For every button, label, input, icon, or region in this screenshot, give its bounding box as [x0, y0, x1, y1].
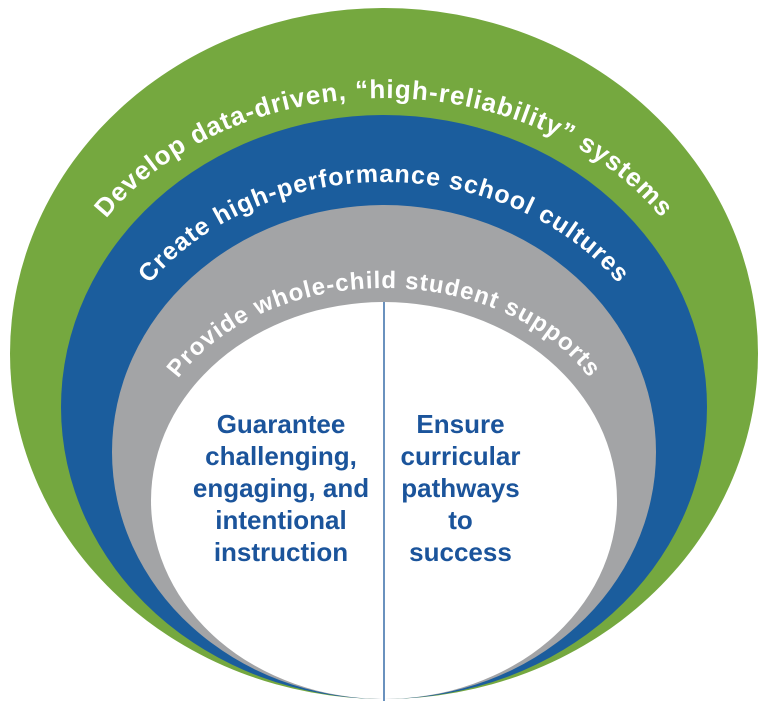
- core-left-line: instruction: [213, 537, 349, 567]
- core-text-right: Ensure curricular pathways to success: [368, 408, 553, 568]
- core-right-line: success: [409, 537, 512, 567]
- core-left-line: engaging, and: [192, 473, 370, 503]
- core-right-line: pathways: [401, 473, 520, 503]
- core-right-line: Ensure: [416, 409, 505, 439]
- core-right-line: curricular: [400, 441, 521, 471]
- core-left-line: challenging,: [205, 441, 357, 471]
- core-right-line: to: [448, 505, 473, 535]
- core-text-left: Guarantee challenging, engaging, and int…: [172, 408, 390, 568]
- core-left-line: intentional: [215, 505, 347, 535]
- core-left-line: Guarantee: [216, 409, 346, 439]
